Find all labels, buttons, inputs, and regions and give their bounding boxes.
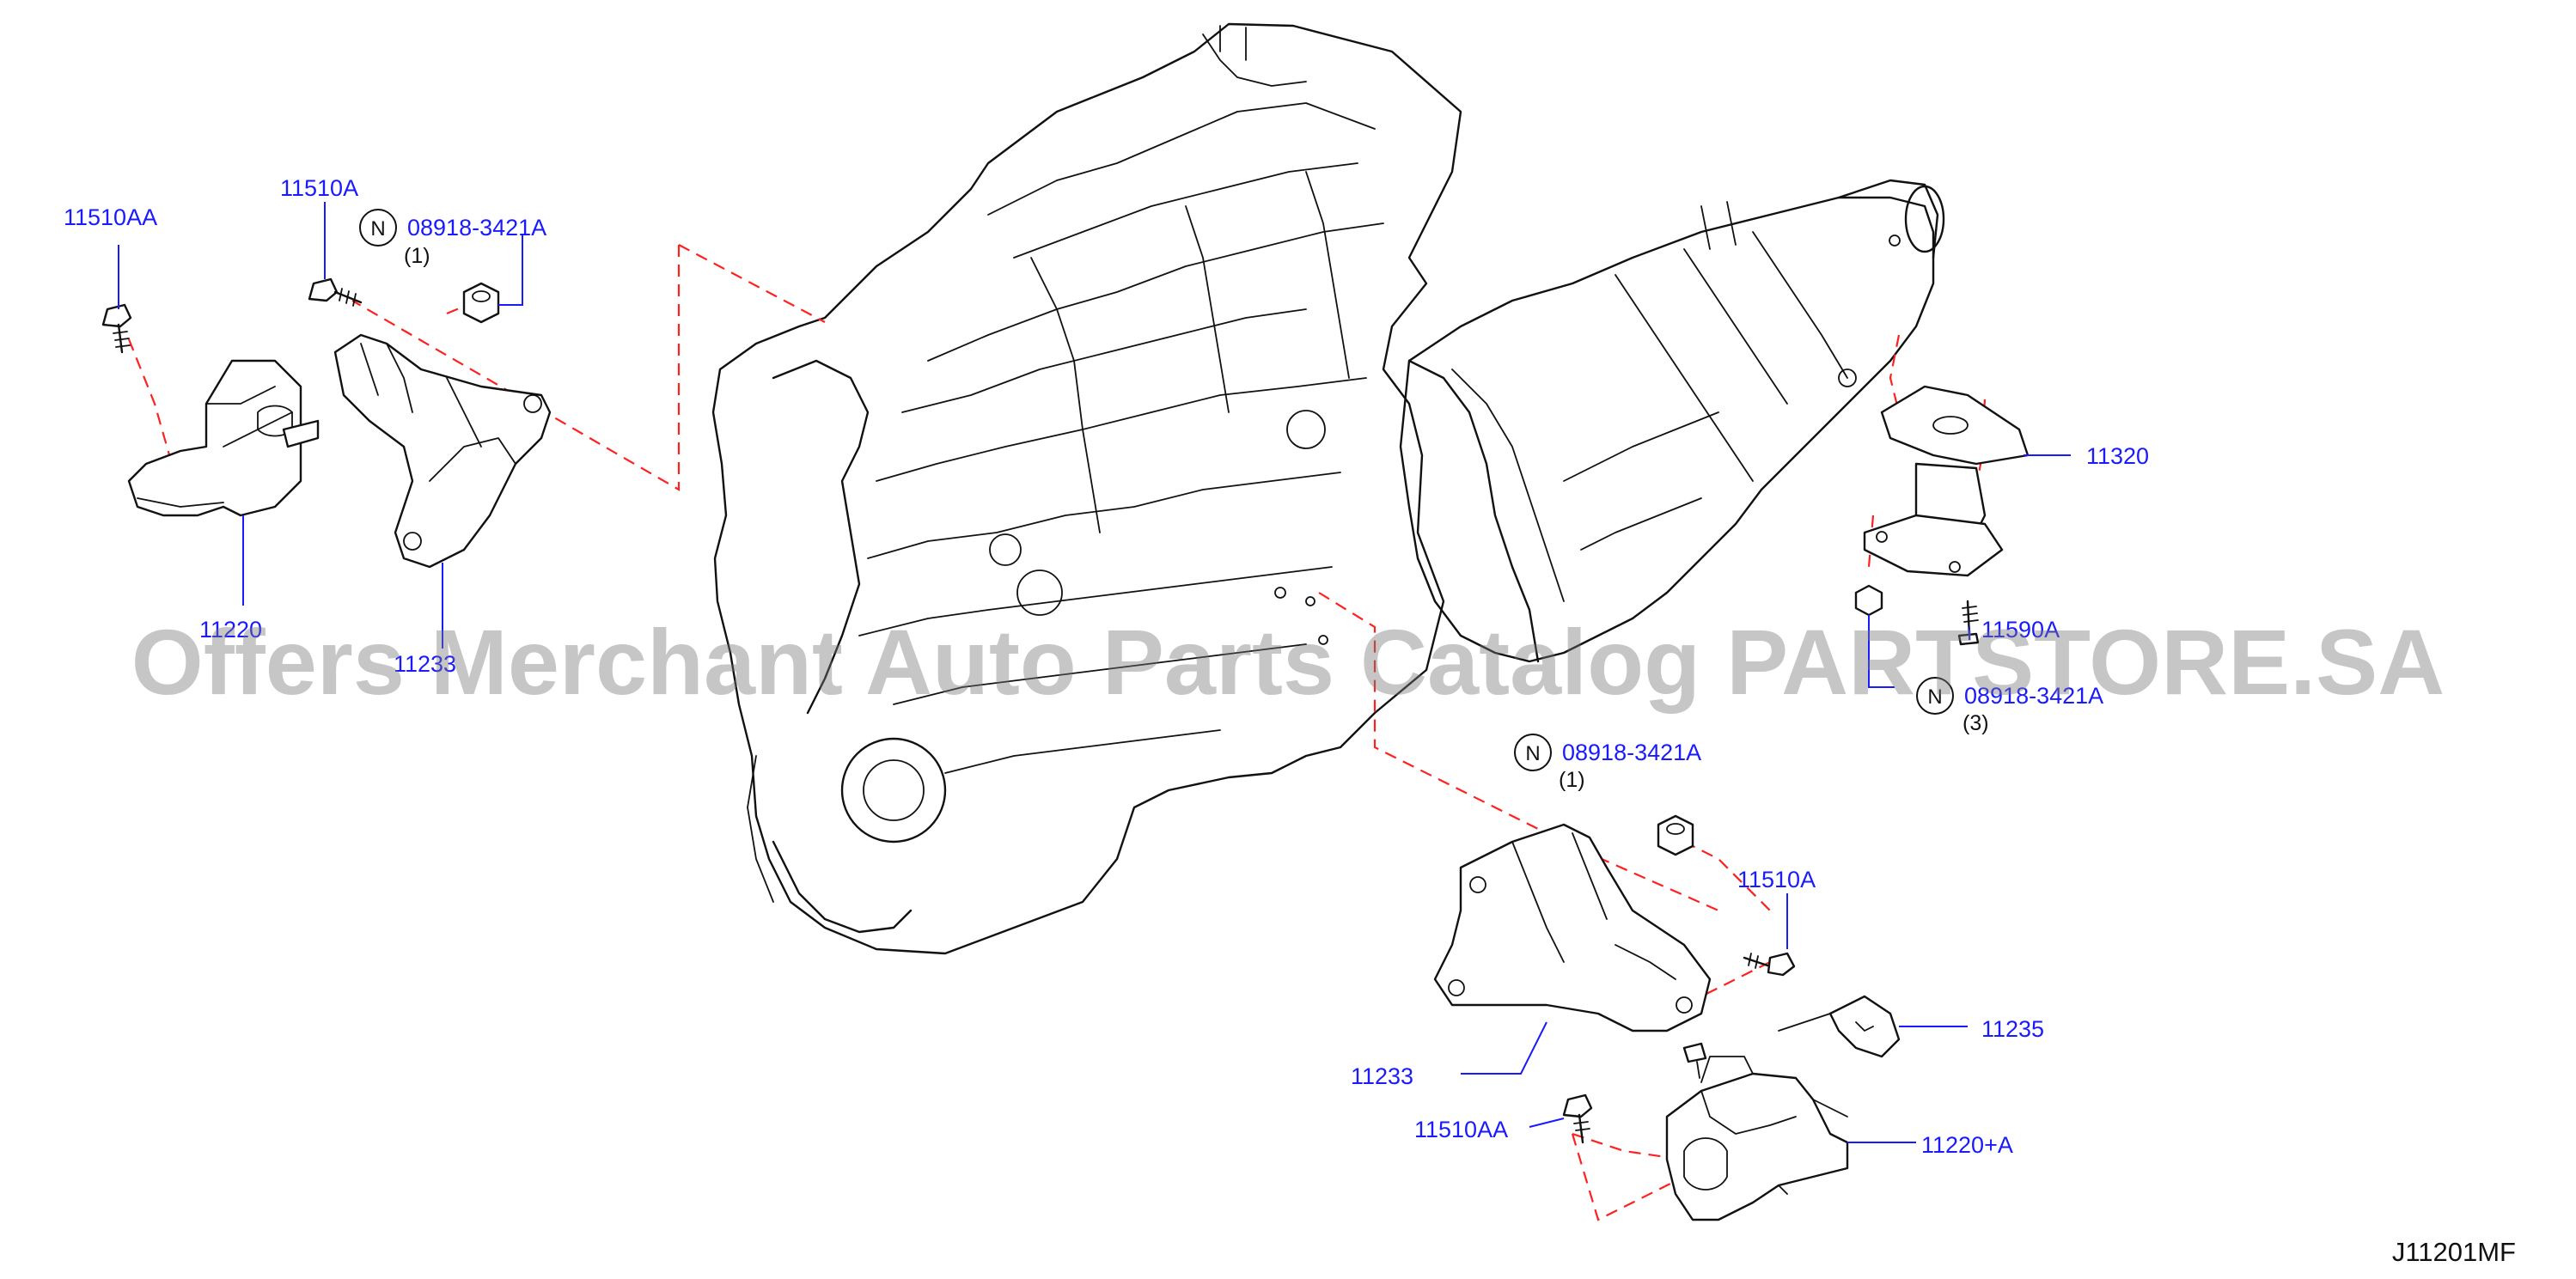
leader-lines [118,202,2071,1143]
svg-text:N: N [1927,685,1942,709]
label-08918-top: 08918-3421A [407,215,546,241]
qty-top: (1) [404,244,430,268]
left-nut-08918 [462,282,500,324]
heat-shield-11235 [1778,995,1901,1058]
label-11510AA-bottom: 11510AA [1414,1117,1508,1142]
label-11220-left: 11220 [199,617,262,643]
label-11510A-mid: 11510A [1737,867,1816,892]
bottom-nut-08918 [1657,814,1694,856]
label-08918-mid: 08918-3421A [1562,740,1701,765]
label-11590A: 11590A [1981,617,2060,643]
engine-transmission-drawing [711,22,1945,955]
rear-nut-08918 [1854,584,1883,617]
part-labels: 11510AA 11510A 08918-3421A (1) 11220 112… [64,175,2149,1158]
left-engine-mount-11220 [127,359,320,517]
left-mount-bracket-11233 [333,333,552,569]
rear-mount-11320 [1863,385,2030,577]
qty-mid: (1) [1559,768,1585,792]
n-mark-right: N [1916,677,1954,715]
svg-text:N: N [370,217,385,241]
bottom-mount-bracket-11233 [1433,823,1712,1032]
diagram-reference-code: J11201MF [2392,1237,2516,1267]
left-bolt-11510A [308,277,363,307]
label-11320: 11320 [2086,443,2149,469]
watermark-text: Offers Merchant Auto Parts Catalog PARTS… [131,610,2445,714]
n-mark-top: N [359,209,397,247]
label-11233-left: 11233 [394,651,456,677]
label-11510A-top: 11510A [280,175,358,201]
label-08918-right: 08918-3421A [1964,683,2103,709]
qty-right: (3) [1963,711,1989,735]
n-mark-mid: N [1514,734,1552,771]
bottom-bolt-11510AA [1562,1093,1593,1144]
left-bolt-11510AA [101,303,132,354]
label-11220A: 11220+A [1921,1132,2013,1158]
label-11510AA-top: 11510AA [64,204,157,230]
bottom-mount-11220A [1665,1042,1849,1221]
label-11235: 11235 [1981,1016,2044,1042]
bottom-bolt-11510A [1743,952,1796,977]
label-11233-bottom: 11233 [1351,1063,1413,1089]
svg-text:N: N [1525,742,1540,765]
